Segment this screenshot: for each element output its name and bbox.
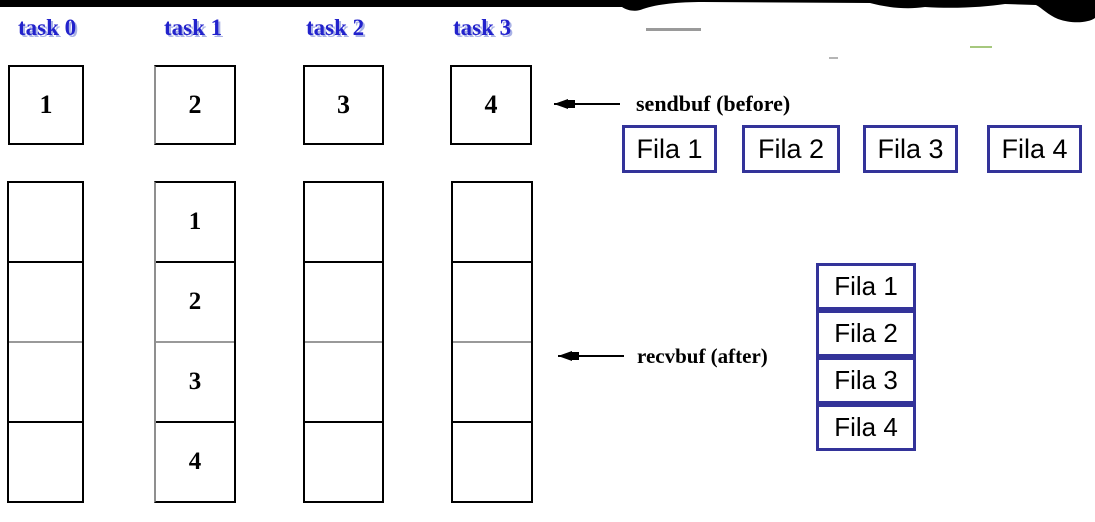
recvbuf-cell [453,183,531,261]
sendbuf-box-task1: 2 [154,65,236,145]
fila-stack-box-1: Fila 1 [816,263,916,310]
fila-row-box-2: Fila 2 [742,125,840,173]
sendbuf-arrow [554,99,620,109]
fila-row-box-3: Fila 3 [863,125,958,173]
recvbuf-cell [9,341,82,421]
recvbuf-cell [453,421,531,501]
smudge-artifact [970,46,992,48]
recvbuf-cell [305,341,382,421]
recvbuf-cell: 3 [156,341,234,421]
sendbuf-value: 2 [188,90,202,119]
top-edge-artifact [0,0,1095,23]
recvbuf-column-task3 [451,181,533,503]
sendbuf-value: 1 [39,90,53,119]
sendbuf-label: sendbuf (before) [636,91,791,116]
task-1-label: task 1 [164,15,223,40]
recvbuf-column-task2 [303,181,384,503]
sendbuf-box-task2: 3 [303,65,384,145]
recvbuf-cell [305,421,382,501]
recvbuf-column-task0 [7,181,84,503]
fila-stack-box-4: Fila 4 [816,404,916,451]
recvbuf-cell [9,261,82,341]
smudge-artifact [646,28,701,31]
sendbuf-value: 3 [337,90,350,119]
task-0-label: task 0 [18,15,77,40]
task-3-label: task 3 [453,15,512,40]
recvbuf-arrow [558,351,624,361]
recvbuf-cell: 2 [156,261,234,341]
fila-stack-box-2: Fila 2 [816,310,916,357]
fila-row-box-1: Fila 1 [622,125,717,173]
recvbuf-cell [305,261,382,341]
recvbuf-label: recvbuf (after) [637,344,768,368]
sendbuf-value: 4 [484,90,498,119]
recvbuf-cell: 4 [156,421,234,501]
recvbuf-column-task1: 1 2 3 4 [154,181,236,503]
fila-row-box-4: Fila 4 [987,125,1082,173]
recvbuf-cell [9,421,82,501]
recvbuf-cell [453,341,531,421]
recvbuf-cell: 1 [188,208,202,235]
fila-stack-box-3: Fila 3 [816,357,916,404]
recvbuf-cell [453,261,531,341]
task-2-label: task 2 [306,15,365,40]
sendbuf-box-task3: 4 [450,65,532,145]
smudge-artifact [829,57,838,59]
recvbuf-cell [305,183,382,261]
fila-stack: Fila 1 Fila 2 Fila 3 Fila 4 [816,263,916,451]
sendbuf-box-task0: 1 [8,65,84,145]
recvbuf-cell [9,183,82,261]
